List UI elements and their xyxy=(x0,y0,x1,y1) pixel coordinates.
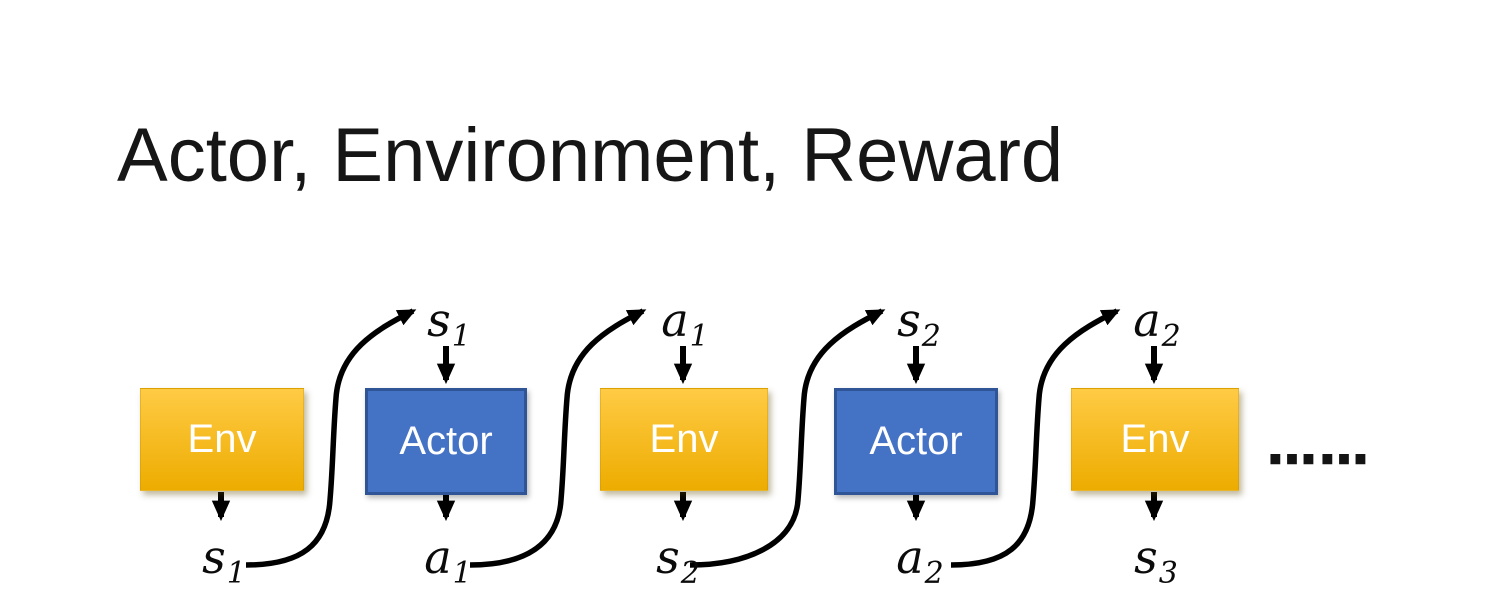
top-label-s2-sub: 2 xyxy=(921,319,941,354)
actor-box-1-label: Actor xyxy=(399,419,493,463)
bottom-label-s2: s2 xyxy=(656,534,700,589)
bottom-label-s1-sub: 1 xyxy=(226,556,246,591)
env-box-3-label: Env xyxy=(1120,417,1190,461)
bottom-label-a2-var: a xyxy=(896,530,924,584)
bottom-label-a1: a1 xyxy=(424,534,472,589)
curve-arrow-s2-bottom-to-s2-top xyxy=(689,308,886,568)
bottom-label-a1-var: a xyxy=(424,530,452,584)
top-label-s1-var: s xyxy=(427,293,451,347)
bottom-label-a2-sub: 2 xyxy=(924,556,944,591)
bottom-label-s1-var: s xyxy=(202,530,226,584)
env-box-3: Env xyxy=(1071,388,1239,491)
top-label-a1-var: a xyxy=(661,293,689,347)
bottom-label-s3-var: s xyxy=(1134,530,1158,584)
actor-box-1: Actor xyxy=(365,388,527,495)
actor-box-2: Actor xyxy=(834,388,998,495)
top-label-s2: s2 xyxy=(897,297,941,352)
bottom-label-s2-var: s xyxy=(656,530,680,584)
top-label-a2: a2 xyxy=(1133,297,1181,352)
continuation-ellipsis: …… xyxy=(1265,417,1372,475)
bottom-label-s3-sub: 3 xyxy=(1158,556,1178,591)
bottom-label-s3: s3 xyxy=(1134,534,1178,589)
bottom-label-a1-sub: 1 xyxy=(452,556,472,591)
top-label-a2-var: a xyxy=(1133,293,1161,347)
slide-title: Actor, Environment, Reward xyxy=(117,113,1064,198)
curve-arrow-a1-bottom-to-a1-top xyxy=(469,308,647,568)
curve-arrow-a2-bottom-to-a2-top xyxy=(950,308,1121,568)
top-label-s1: s1 xyxy=(427,297,471,352)
env-box-1: Env xyxy=(140,388,304,491)
bottom-label-a2: a2 xyxy=(896,534,944,589)
bottom-label-s2-sub: 2 xyxy=(680,556,700,591)
bottom-label-s1: s1 xyxy=(202,534,246,589)
env-box-2-label: Env xyxy=(649,417,719,461)
top-label-a1: a1 xyxy=(661,297,709,352)
top-label-s2-var: s xyxy=(897,293,921,347)
env-box-2: Env xyxy=(600,388,768,491)
top-label-a2-sub: 2 xyxy=(1161,319,1181,354)
top-label-s1-sub: 1 xyxy=(451,319,471,354)
top-label-a1-sub: 1 xyxy=(689,319,709,354)
actor-box-2-label: Actor xyxy=(869,419,963,463)
curve-arrow-s1-bottom-to-s1-top xyxy=(245,308,417,568)
env-box-1-label: Env xyxy=(187,417,257,461)
